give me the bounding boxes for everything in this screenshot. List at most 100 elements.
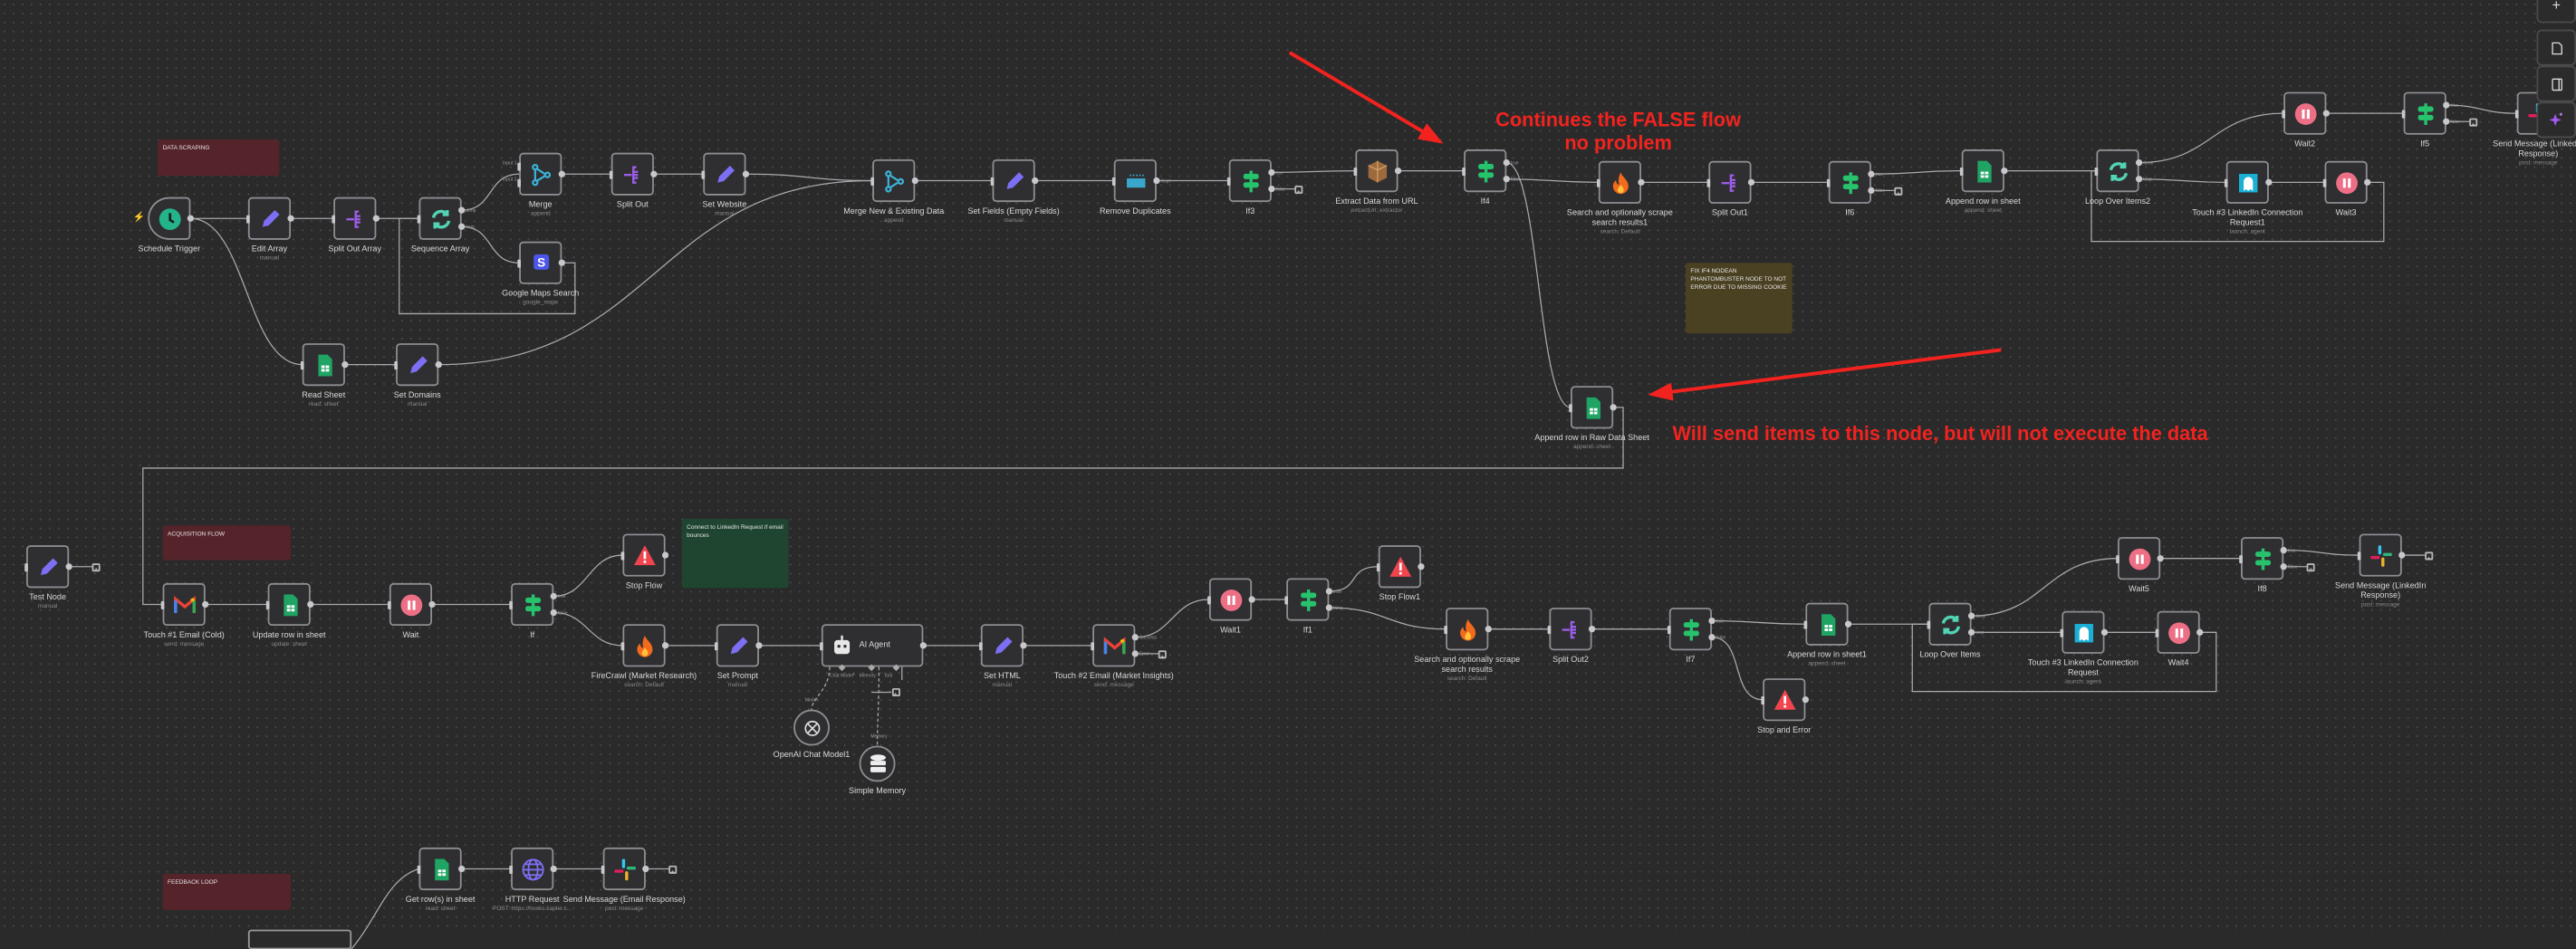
output-port[interactable] bbox=[1131, 650, 1139, 657]
node-mergeNew[interactable] bbox=[872, 158, 916, 203]
input-port[interactable] bbox=[417, 864, 421, 874]
output-port[interactable] bbox=[2443, 101, 2450, 109]
node-touch3[interactable] bbox=[2062, 610, 2105, 654]
input-port[interactable] bbox=[2094, 167, 2099, 176]
node-appendRow1[interactable] bbox=[1805, 602, 1849, 646]
node-agent[interactable]: AI Agent bbox=[821, 624, 924, 667]
output-port[interactable] bbox=[1802, 696, 1809, 704]
node-touch2[interactable] bbox=[1092, 624, 1136, 667]
output-port[interactable] bbox=[911, 177, 918, 185]
connection-memory[interactable] bbox=[876, 666, 880, 746]
output-port[interactable] bbox=[742, 170, 750, 177]
connection-setWebsite-mergeNew[interactable] bbox=[745, 173, 873, 182]
output-port[interactable] bbox=[2100, 628, 2109, 636]
sticky-note-fix-note[interactable]: FIX IF4 NODEAN PHANTOMBUSTER NODE TO NOT… bbox=[1685, 263, 1793, 334]
connection-loop2-wait2[interactable] bbox=[2139, 112, 2284, 164]
output-port[interactable] bbox=[1868, 170, 1875, 177]
node-extract[interactable] bbox=[1355, 149, 1399, 193]
connection-wait3-loop2[interactable] bbox=[2091, 170, 2385, 243]
output-port[interactable] bbox=[307, 600, 314, 609]
input-port[interactable] bbox=[620, 641, 625, 650]
node-if6[interactable] bbox=[1828, 160, 1871, 204]
node-if3[interactable] bbox=[1228, 158, 1272, 203]
node-seqArray[interactable] bbox=[418, 197, 462, 240]
add-node-button[interactable]: + bbox=[1294, 185, 1303, 195]
add-node-button[interactable]: + bbox=[2425, 551, 2434, 561]
input-port[interactable] bbox=[2116, 554, 2119, 563]
output-port[interactable] bbox=[550, 865, 557, 873]
node-gmaps[interactable]: S bbox=[519, 241, 562, 284]
output-port[interactable] bbox=[1325, 588, 1332, 595]
input-port[interactable] bbox=[715, 641, 718, 650]
node-if7[interactable] bbox=[1668, 608, 1712, 651]
output-port[interactable] bbox=[2265, 178, 2273, 186]
node-readSheet[interactable] bbox=[302, 343, 345, 387]
node-if5[interactable] bbox=[2403, 91, 2446, 135]
node-editArray[interactable] bbox=[247, 197, 292, 240]
node-splitOut1[interactable] bbox=[1708, 160, 1752, 204]
output-port[interactable] bbox=[1967, 628, 1975, 636]
output-port[interactable] bbox=[202, 600, 209, 609]
node-appendRow[interactable] bbox=[1961, 149, 2004, 193]
node-removeDup[interactable] bbox=[1113, 158, 1157, 203]
connection-if7-appendRow1[interactable] bbox=[1711, 619, 1806, 625]
connection-if8-sendLI[interactable] bbox=[2283, 549, 2360, 556]
output-port[interactable] bbox=[2280, 546, 2287, 554]
output-port[interactable] bbox=[428, 600, 436, 609]
node-setWebsite[interactable] bbox=[703, 152, 746, 196]
node-wait2[interactable] bbox=[2283, 91, 2327, 135]
input-port[interactable] bbox=[2239, 554, 2243, 563]
input-port[interactable] bbox=[1959, 167, 1964, 176]
toolbar-panel-button[interactable] bbox=[2536, 65, 2576, 102]
connection-loop2-touch3a[interactable] bbox=[2139, 178, 2226, 183]
output-port[interactable] bbox=[1032, 177, 1039, 185]
node-memory[interactable] bbox=[859, 745, 896, 782]
output-port[interactable] bbox=[65, 563, 72, 570]
input-port[interactable] bbox=[394, 360, 398, 369]
toolbar-add-button[interactable]: + bbox=[2536, 0, 2576, 24]
node-splitOutArray[interactable] bbox=[333, 197, 377, 240]
connection-seqArray-gmaps[interactable] bbox=[461, 225, 520, 264]
output-port[interactable] bbox=[2322, 110, 2330, 117]
toolbar-sticky-button[interactable] bbox=[2536, 29, 2576, 66]
output-port[interactable] bbox=[1418, 563, 1425, 570]
output-port[interactable] bbox=[341, 361, 349, 369]
node-firecrawl[interactable] bbox=[622, 624, 666, 667]
node-loop[interactable] bbox=[1928, 602, 1972, 646]
connection-appendRaw-touch1[interactable] bbox=[142, 407, 1624, 606]
output-port[interactable] bbox=[458, 206, 466, 214]
node-openai[interactable] bbox=[793, 709, 830, 746]
node-splitOut2[interactable] bbox=[1549, 608, 1592, 651]
output-port[interactable] bbox=[642, 865, 649, 873]
output-port[interactable] bbox=[458, 223, 466, 230]
input-port[interactable] bbox=[517, 258, 521, 267]
input-port[interactable] bbox=[265, 599, 270, 609]
node-wait3[interactable] bbox=[2324, 160, 2368, 204]
add-node-button[interactable]: + bbox=[1894, 186, 1903, 197]
input-port[interactable] bbox=[2282, 109, 2285, 118]
output-port[interactable] bbox=[1020, 642, 1027, 649]
input-port[interactable] bbox=[2155, 628, 2159, 637]
input-port[interactable] bbox=[1803, 619, 1808, 628]
output-port[interactable] bbox=[1967, 612, 1975, 619]
output-port[interactable] bbox=[435, 361, 442, 369]
input-port[interactable] bbox=[1226, 176, 1231, 186]
node-setHTML[interactable] bbox=[980, 624, 1024, 667]
node-sendLI[interactable] bbox=[2359, 533, 2402, 577]
node-loop2[interactable] bbox=[2096, 149, 2139, 193]
node-updateRow[interactable] bbox=[267, 582, 311, 627]
input-port[interactable] bbox=[517, 177, 521, 187]
input-port[interactable] bbox=[1761, 695, 1765, 705]
output-port[interactable] bbox=[1485, 626, 1492, 633]
output-port[interactable] bbox=[287, 215, 294, 222]
sticky-note-linkedin-note[interactable]: Connect to LinkedIn Request if email bou… bbox=[681, 519, 789, 589]
node-wait5[interactable] bbox=[2117, 537, 2161, 580]
output-port[interactable] bbox=[1708, 634, 1716, 641]
output-port[interactable] bbox=[1268, 185, 1275, 193]
output-port[interactable] bbox=[919, 642, 927, 649]
node-if4[interactable] bbox=[1464, 149, 1507, 193]
node-trigger[interactable] bbox=[148, 197, 191, 240]
output-port[interactable] bbox=[187, 215, 195, 222]
input-port[interactable] bbox=[1462, 167, 1466, 176]
